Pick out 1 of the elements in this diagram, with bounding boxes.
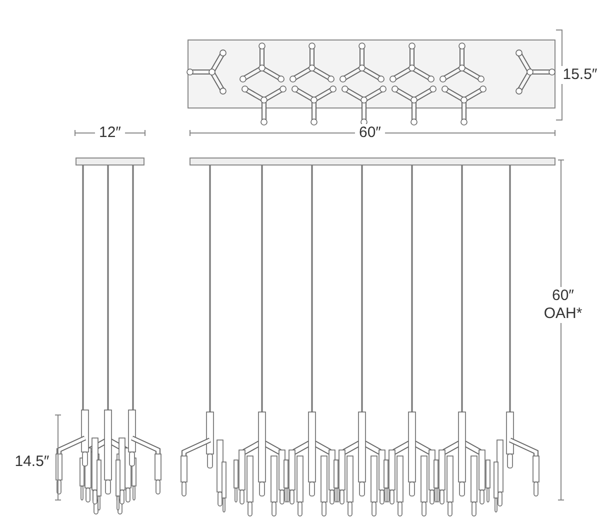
dimension-label: 15.5″ bbox=[558, 66, 600, 84]
